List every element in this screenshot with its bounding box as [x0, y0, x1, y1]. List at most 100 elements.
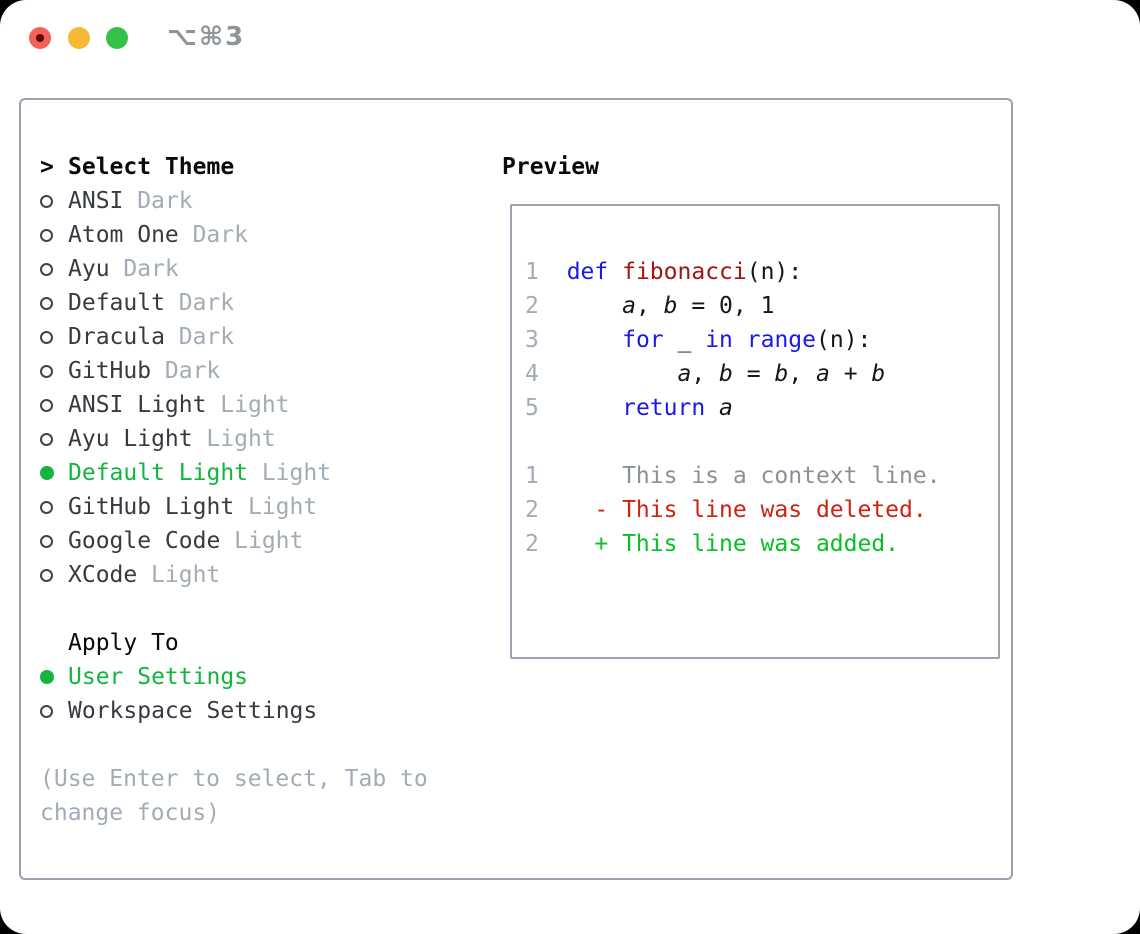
- radio-icon: [40, 296, 68, 310]
- option-label: Default: [68, 290, 165, 316]
- radio-icon: [40, 262, 68, 276]
- radio-icon: [40, 568, 68, 582]
- minimize-button[interactable]: [68, 27, 90, 49]
- code-token: [608, 259, 622, 285]
- code-token: [539, 327, 622, 353]
- code-line: 3 for _ in range(n):: [525, 323, 998, 357]
- option-label: Atom One: [68, 222, 179, 248]
- focus-arrow-icon: >: [40, 154, 54, 180]
- help-line: change focus): [40, 800, 221, 826]
- option-label: Workspace Settings: [68, 698, 318, 724]
- code-token: _: [663, 327, 706, 353]
- option-label: Default Light: [68, 460, 249, 486]
- code-token: fibonacci: [622, 259, 747, 285]
- code-line: [525, 425, 998, 459]
- option-label: Dracula: [68, 324, 165, 350]
- titlebar: ⌥⌘3: [0, 0, 1140, 76]
- code-token: ,: [788, 361, 817, 387]
- apply-option[interactable]: Workspace Settings: [40, 694, 428, 728]
- preview-header: Preview: [502, 150, 599, 184]
- maximize-button[interactable]: [106, 27, 128, 49]
- code-token: =: [732, 361, 775, 387]
- radio-icon: [40, 364, 68, 378]
- code-token: b: [871, 361, 886, 387]
- option-label: GitHub: [68, 358, 152, 384]
- line-number: 2: [525, 497, 539, 523]
- code-line: 1 This is a context line.: [525, 459, 998, 493]
- radio-selected-icon: [40, 670, 68, 684]
- preview-column: Preview: [502, 150, 599, 184]
- option-variant-label: Light: [220, 392, 290, 418]
- radio-icon: [40, 432, 68, 446]
- theme-option[interactable]: Ayu Dark: [40, 252, 428, 286]
- code-line: 2 - This line was deleted.: [525, 493, 998, 527]
- line-number: 2: [525, 531, 539, 557]
- radio-selected-icon: [40, 466, 68, 480]
- code-token: [539, 259, 567, 285]
- option-variant-label: Dark: [123, 256, 179, 282]
- code-token: for: [622, 327, 664, 353]
- code-token: = 0, 1: [677, 293, 775, 319]
- spacer: [40, 592, 428, 626]
- option-variant-label: Light: [151, 562, 221, 588]
- apply-option[interactable]: User Settings: [40, 660, 428, 694]
- theme-option[interactable]: Atom One Dark: [40, 218, 428, 252]
- option-variant-label: Dark: [137, 188, 193, 214]
- help-text: (Use Enter to select, Tab to change focu…: [40, 762, 428, 830]
- code-token: ,: [691, 361, 720, 387]
- apply-to-header: Apply To: [40, 626, 428, 660]
- radio-icon: [40, 228, 68, 242]
- theme-option[interactable]: Default Dark: [40, 286, 428, 320]
- option-label: XCode: [68, 562, 138, 588]
- option-label: Google Code: [68, 528, 221, 554]
- close-button[interactable]: [29, 27, 51, 49]
- theme-option[interactable]: GitHub Dark: [40, 354, 428, 388]
- option-variant-label: Dark: [192, 222, 248, 248]
- code-token: def: [566, 259, 609, 285]
- option-variant-label: Light: [261, 460, 332, 486]
- line-number: 1: [525, 463, 539, 489]
- code-token: [539, 395, 622, 421]
- option-variant-label: Light: [206, 426, 276, 452]
- code-line: 2 + This line was added.: [525, 527, 998, 561]
- option-label: GitHub Light: [68, 494, 235, 520]
- option-variant-label: Dark: [178, 290, 235, 316]
- radio-icon: [40, 398, 68, 412]
- radio-icon: [40, 500, 68, 514]
- theme-option[interactable]: GitHub Light Light: [40, 490, 428, 524]
- line-number: 5: [525, 395, 539, 421]
- code-line: 2 a, b = 0, 1: [525, 289, 998, 323]
- line-number: 4: [525, 361, 539, 387]
- option-label: User Settings: [68, 664, 249, 690]
- select-theme-header: > Select Theme: [40, 150, 428, 184]
- option-variant-label: Dark: [164, 358, 221, 384]
- code-token: b: [663, 293, 678, 319]
- theme-option[interactable]: XCode Light: [40, 558, 428, 592]
- option-label: Ayu: [68, 256, 110, 282]
- theme-option[interactable]: Google Code Light: [40, 524, 428, 558]
- code-token: - This line was deleted.: [539, 497, 927, 523]
- option-variant-label: Light: [247, 494, 318, 520]
- code-token: [539, 361, 677, 387]
- apply-to-title: Apply To: [68, 630, 179, 656]
- unsaved-dot-icon: [36, 34, 44, 42]
- code-token: + This line was added.: [539, 531, 900, 557]
- code-token: a: [622, 293, 636, 319]
- code-token: (n):: [746, 259, 803, 285]
- theme-option[interactable]: Default Light Light: [40, 456, 428, 490]
- help-line: (Use Enter to select, Tab to: [40, 766, 428, 792]
- code-token: [539, 293, 622, 319]
- code-token: [705, 395, 719, 421]
- code-token: (n):: [816, 327, 872, 353]
- radio-icon: [40, 330, 68, 344]
- option-variant-label: Light: [234, 528, 304, 554]
